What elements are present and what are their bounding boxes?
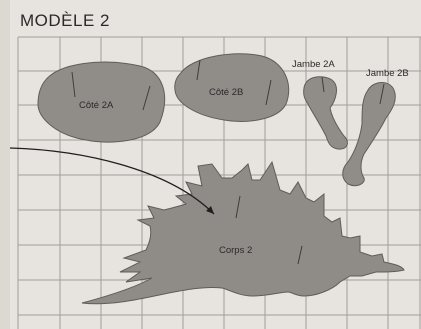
page-title: MODÈLE 2: [20, 11, 110, 30]
label-jambe-2b: Jambe 2B: [366, 68, 409, 79]
label-jambe-2a: Jambe 2A: [292, 59, 335, 70]
piece-corps-2: Corps 2: [81, 160, 405, 305]
label-cote-2b: Côté 2B: [209, 87, 243, 98]
label-corps-2: Corps 2: [219, 245, 252, 256]
pointer-arrow: [9, 147, 215, 215]
piece-cote-2b: Côté 2B: [174, 53, 290, 122]
label-cote-2a: Côté 2A: [79, 100, 114, 111]
piece-cote-2a: Côté 2A: [37, 61, 166, 143]
piece-jambe-2a: Jambe 2A: [292, 59, 348, 150]
piece-jambe-2b: Jambe 2B: [342, 68, 409, 187]
